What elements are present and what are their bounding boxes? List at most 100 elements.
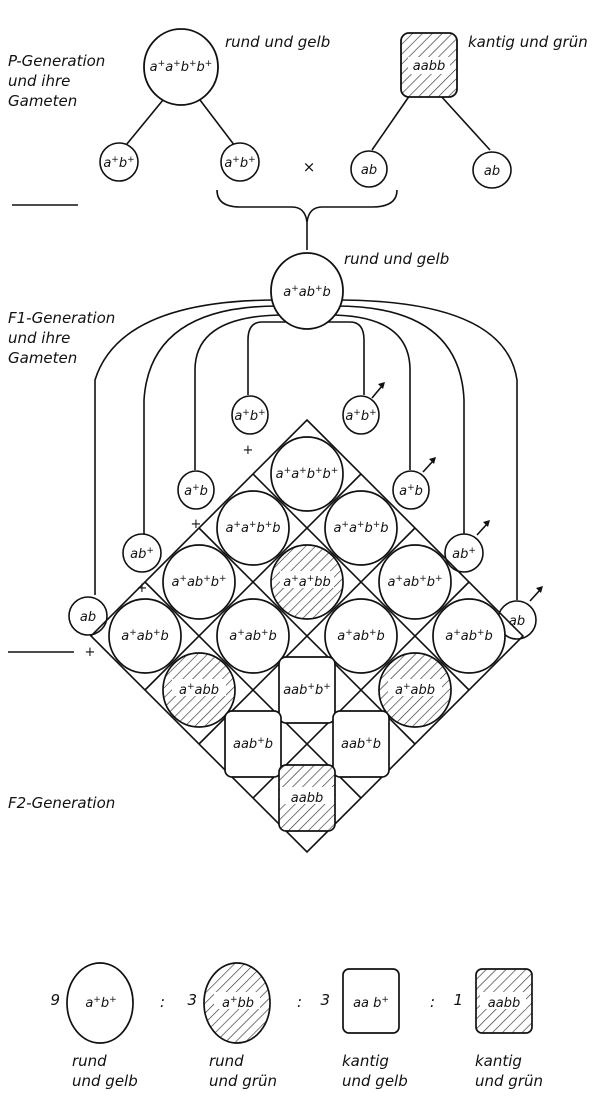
ratio-separator: :: [297, 993, 302, 1011]
p-gamete-2-text: a+​b+​: [224, 155, 255, 171]
f2-punnett-grid: a+​a+​b+​b+​ a+​a+​b+​b a+​ab+​b+​ a+​ab+​b…: [89, 418, 525, 854]
f2-cell: a+​a+​b+​b: [216, 490, 290, 566]
f2-square: [332, 710, 390, 778]
f1-female-gamete-4: ab +: [68, 596, 108, 660]
f1-generation-line-1: F1-Generation: [8, 309, 115, 327]
ratio-label: kantig: [475, 1052, 522, 1070]
f2-cell: a+​a+​bb: [270, 544, 344, 620]
f2-genotype: a+​ab+​b: [445, 628, 493, 644]
parent-1-phenotype: rund und gelb: [225, 33, 330, 51]
f2-genotype: a+​a+​bb: [283, 574, 331, 590]
p1-line-left: [121, 99, 164, 151]
f1-female-gamete-1-text: a+​b+​: [234, 408, 265, 424]
f2-genotype: a+​a+​b+​b: [225, 520, 280, 536]
ratio-circle: [66, 962, 134, 1044]
f2-grid-line: [198, 527, 416, 745]
p-gamete-4-text: ab: [484, 164, 500, 179]
ratio-separator: :: [160, 993, 165, 1011]
ratio-label: und gelb: [72, 1072, 138, 1090]
ratio-label: und grün: [209, 1072, 277, 1090]
f2-circle: [324, 490, 398, 566]
ratio-separator: :: [430, 993, 435, 1011]
f2-genotype: aabb: [291, 791, 323, 806]
f1-female-gamete-2: a+​b +: [177, 470, 215, 532]
ratio-square: [342, 968, 400, 1034]
p-gamete-3: ab: [350, 150, 388, 188]
f2-cell: a+​ab+​b: [108, 598, 182, 674]
f2-grid-line: [252, 581, 470, 799]
f2-cell: aab+​b+​: [278, 656, 336, 724]
f2-grid-line: [144, 581, 362, 799]
fusion-brace: [216, 189, 398, 223]
ratio-count: 3: [187, 991, 197, 1009]
p-generation-line-3: Gameten: [8, 92, 77, 110]
ratio-genotype: aabb: [488, 996, 520, 1011]
f2-genotype: a+​a+​b+​b+​: [276, 466, 339, 482]
parent-2-label-bg: [408, 57, 450, 74]
f1-female-gamete-3: ab+​ +: [122, 533, 162, 596]
f1-male-gamete-2-text: a+​b: [399, 483, 423, 499]
f2-genotype: a+​ab+​b+​: [387, 574, 442, 590]
f1-male-gamete-1-text: a+​b+​: [345, 408, 376, 424]
parent-2-genotype: aabb: [413, 59, 445, 74]
f1-phenotype: rund und gelb: [344, 250, 449, 268]
f2-generation-label: F2-Generation: [8, 794, 115, 812]
ratio-genotype: a+​bb: [222, 995, 254, 1011]
f2-circle: [162, 544, 236, 620]
female-symbol-3: +: [137, 581, 148, 596]
f1-female-gamete-2-text: a+​b: [184, 483, 208, 499]
f2-cell: aab+​b: [224, 710, 282, 778]
f2-circle: [432, 598, 506, 674]
f2-genotype: a+​ab+​b+​: [171, 574, 226, 590]
p2-line-right: [439, 94, 491, 151]
f2-genotype: a+​a+​b+​b: [333, 520, 388, 536]
ratio-label: kantig: [342, 1052, 389, 1070]
ratio-label: und grün: [475, 1072, 543, 1090]
f1-individual: a+​ab+​b: [270, 252, 344, 330]
ratio-genotype: a+​b+​: [85, 995, 116, 1011]
f2-cell: a+​ab+​b: [324, 598, 398, 674]
ratio-genotype: aa b+​: [353, 995, 389, 1011]
ratio-label: rund: [209, 1052, 244, 1070]
f2-circle: [216, 598, 290, 674]
p2-line-left: [371, 94, 411, 151]
f2-circle: [270, 436, 344, 512]
f2-square: [224, 710, 282, 778]
f1-male-gamete-1: a+​b+​: [342, 382, 385, 435]
parent-1: a+​a+​b+​b+​: [143, 28, 219, 106]
f2-genotype: a+​abb: [395, 682, 435, 698]
ratio-count: 3: [320, 991, 330, 1009]
p-gamete-1-text: a+​b+​: [103, 155, 134, 171]
f2-circle: [216, 490, 290, 566]
f1-female-gamete-1: a+​b+​ +: [231, 395, 269, 458]
ratio-item: 3 a+​bb: rund und grün: [187, 962, 302, 1090]
f2-genotype: aab+​b: [233, 736, 273, 752]
f2-genotype: a+​ab+​b: [337, 628, 385, 644]
f1-generation-line-3: Gameten: [8, 349, 77, 367]
f2-cell: a+​ab+​b+​: [162, 544, 236, 620]
f2-genotype: aab+​b: [341, 736, 381, 752]
ratio-label: rund: [72, 1052, 107, 1070]
ratio-label: und gelb: [342, 1072, 408, 1090]
f1-generation-line-2: und ihre: [8, 329, 70, 347]
female-symbol-1: +: [243, 443, 254, 458]
f2-cell: a+​abb: [162, 652, 236, 728]
male-symbol-1: [371, 385, 383, 399]
f1-male-gamete-4-text: ab: [509, 614, 525, 629]
p1-line-right: [199, 99, 239, 151]
male-symbol-2: [422, 460, 434, 473]
male-symbol-3: [476, 523, 488, 536]
p-generation-line-1: P-Generation: [8, 52, 105, 70]
f2-cell: aab+​b: [332, 710, 390, 778]
f2-cell: a+​a+​b+​b: [324, 490, 398, 566]
f1-male-gamete-3: ab+​: [444, 520, 490, 573]
f1-female-gamete-4-text: ab: [80, 610, 96, 625]
parent-2-phenotype: kantig und grün: [468, 33, 588, 51]
ratio-count: 1: [453, 991, 463, 1009]
p-gamete-3-text: ab: [361, 163, 377, 178]
parent-1-genotype: a+​a+​b+​b+​: [150, 59, 213, 75]
female-symbol-4: +: [85, 645, 96, 660]
f2-genotype: a+​ab+​b: [229, 628, 277, 644]
